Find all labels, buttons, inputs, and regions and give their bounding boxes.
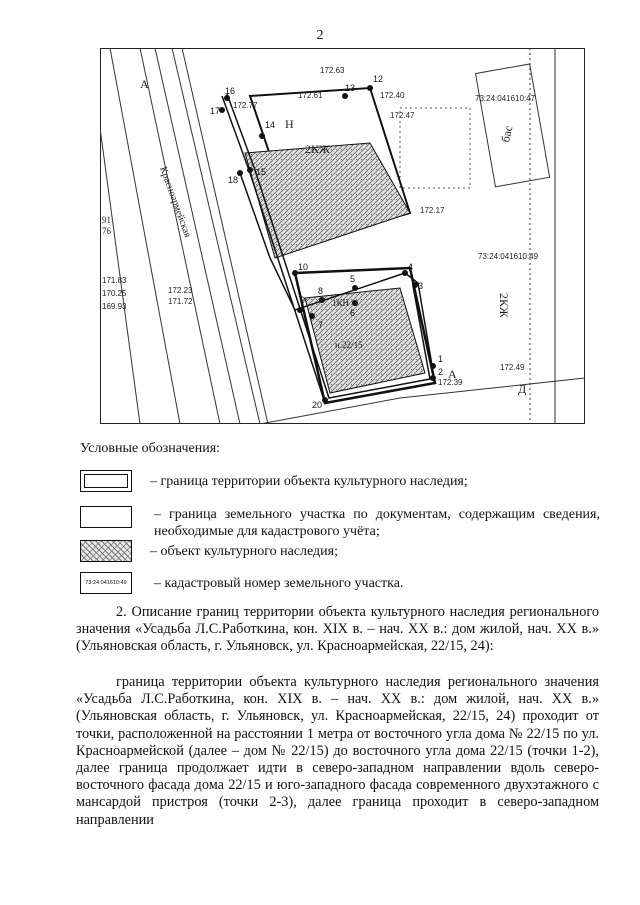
point-label: 7 — [318, 320, 323, 330]
point-label: 12 — [373, 74, 383, 84]
elevation: 172.40 — [380, 91, 405, 100]
heritage-object-swatch — [80, 540, 132, 562]
elevation: 169.93 — [102, 302, 127, 311]
building-label: 1КН — [332, 298, 350, 308]
garage-label: бас — [498, 124, 515, 143]
elevation: 172.61 — [298, 91, 323, 100]
cadastral-swatch: 73:24:041610:49 — [80, 572, 132, 594]
point-label: 5 — [350, 274, 355, 284]
elevation: 172.23 — [168, 286, 193, 295]
point-label: 10 — [298, 262, 308, 272]
legend-text: – граница территории объекта культурного… — [150, 474, 468, 489]
hatched-label: н.22/15 — [335, 340, 363, 350]
elevation: 172.77 — [233, 101, 258, 110]
legend-title: Условные обозначения: — [80, 441, 221, 456]
map-mark: А — [448, 367, 457, 381]
point-label: 8 — [318, 286, 323, 296]
page-number: 2 — [316, 28, 324, 43]
point-label: 6 — [350, 308, 355, 318]
point-label: 2 — [438, 367, 443, 377]
point-label: 9 — [300, 295, 305, 305]
cadastral-number: 73:24:041610:47 — [475, 94, 536, 103]
map-mark: А — [140, 77, 149, 91]
map-mark: Д — [518, 382, 526, 396]
heritage-boundary-swatch — [80, 470, 132, 492]
point-label: 14 — [265, 120, 275, 130]
point-label: 3 — [418, 281, 423, 291]
elevation: 172.17 — [420, 206, 445, 215]
point-label: 16 — [225, 86, 235, 96]
elevation: 172.63 — [320, 66, 345, 75]
building-label: 2КЖ — [497, 293, 511, 318]
paragraph-1: 2. Описание границ территории объекта ку… — [76, 604, 599, 655]
elevation: 172.39 — [438, 378, 463, 387]
cadastral-number: 73:24:041610:49 — [478, 252, 539, 261]
elevation: 172.49 — [500, 363, 525, 372]
point-label: 17 — [210, 106, 220, 116]
legend-text: – объект культурного наследия; — [150, 544, 338, 559]
land-plot-swatch — [80, 506, 132, 528]
point-label: 1 — [438, 354, 443, 364]
point-label: 15 — [256, 167, 266, 177]
point-label: 13 — [345, 83, 355, 93]
cadastral-map: 1 2 3 4 5 6 7 8 9 10 12 13 14 15 16 17 1… — [100, 48, 585, 424]
elevation: 171.72 — [168, 297, 193, 306]
paragraph-2: граница территории объекта культурного н… — [76, 674, 599, 828]
building-label: 2КЖ — [305, 142, 330, 156]
map-mark: 91 — [102, 215, 111, 225]
point-label: 4 — [408, 262, 413, 272]
map-mark: Н — [285, 117, 294, 131]
point-label: 20 — [312, 400, 322, 410]
map-mark: 76 — [102, 226, 112, 236]
legend-text: – кадастровый номер земельного участка. — [154, 576, 404, 591]
elevation: 170.25 — [102, 289, 127, 298]
elevation: 171.83 — [102, 276, 127, 285]
legend-text: – граница земельного участка по документ… — [154, 507, 600, 539]
elevation: 172.47 — [390, 111, 415, 120]
point-label: 18 — [228, 175, 238, 185]
